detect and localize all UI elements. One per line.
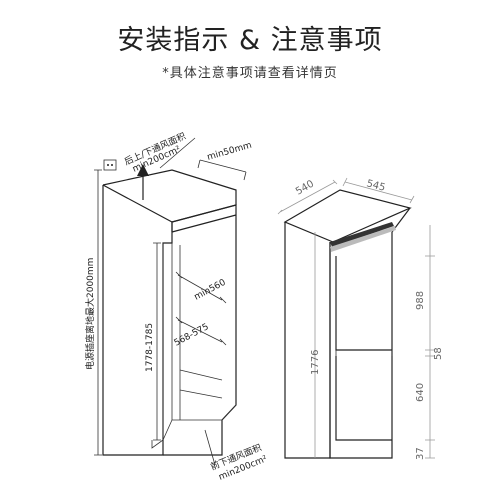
fridge-drawing: 540 545 1776 988 58 640 37	[277, 177, 444, 460]
depth-label: 568-575	[173, 322, 211, 348]
niche-height-dim	[153, 242, 161, 441]
depth-label: 545	[365, 178, 386, 194]
cabinet-outline-right	[102, 184, 237, 456]
fridge-front	[329, 232, 393, 459]
upper-height-label: 988	[415, 291, 426, 310]
niche-base	[162, 404, 237, 441]
niche-height-label: 1778-1785	[145, 323, 155, 372]
width-dim	[175, 271, 227, 304]
top-shelf	[171, 204, 237, 233]
socket-pin-icon	[107, 164, 109, 166]
top-vent-leader	[159, 137, 196, 169]
width-dim	[277, 179, 338, 215]
lower-height-label: 640	[415, 383, 426, 402]
fridge-top	[283, 189, 412, 243]
width-label: min560	[193, 278, 228, 303]
fridge-doors	[335, 256, 392, 441]
top-gap-dim	[197, 159, 247, 181]
door-gap	[335, 350, 393, 356]
top-trim-light	[330, 226, 396, 252]
bottom-vent-leader	[204, 429, 216, 466]
height-label: 1776	[310, 350, 321, 375]
socket-pin-icon	[111, 164, 113, 166]
right-dims	[425, 225, 435, 459]
socket-icon	[103, 159, 117, 171]
page-title: 安装指示 & 注意事项	[117, 25, 383, 56]
cabinet-outline-left	[102, 185, 173, 456]
depth-dim	[175, 316, 227, 346]
top-gap-label: min50mm	[206, 141, 253, 163]
width-label: 540	[294, 179, 316, 198]
top-trim	[330, 222, 394, 247]
cabinet-top	[102, 169, 237, 205]
niche-left-edge	[151, 243, 164, 449]
fridge-side	[284, 222, 331, 459]
vent-arrowhead	[137, 164, 149, 176]
socket-height-dim	[94, 169, 102, 456]
socket-height-label: 电源插座离地最大2000mm	[84, 258, 96, 370]
middle-gap-label: 58	[433, 347, 444, 360]
bottom-gap-label: 37	[415, 447, 426, 460]
back-panel	[179, 369, 223, 399]
cabinet-drawing: 后上/下通风面积 min200cm² min50mm 电源插座离地最大2000m…	[84, 130, 269, 483]
page-subtitle: *具体注意事项请查看详情页	[162, 66, 338, 81]
depth-dim	[342, 177, 415, 204]
